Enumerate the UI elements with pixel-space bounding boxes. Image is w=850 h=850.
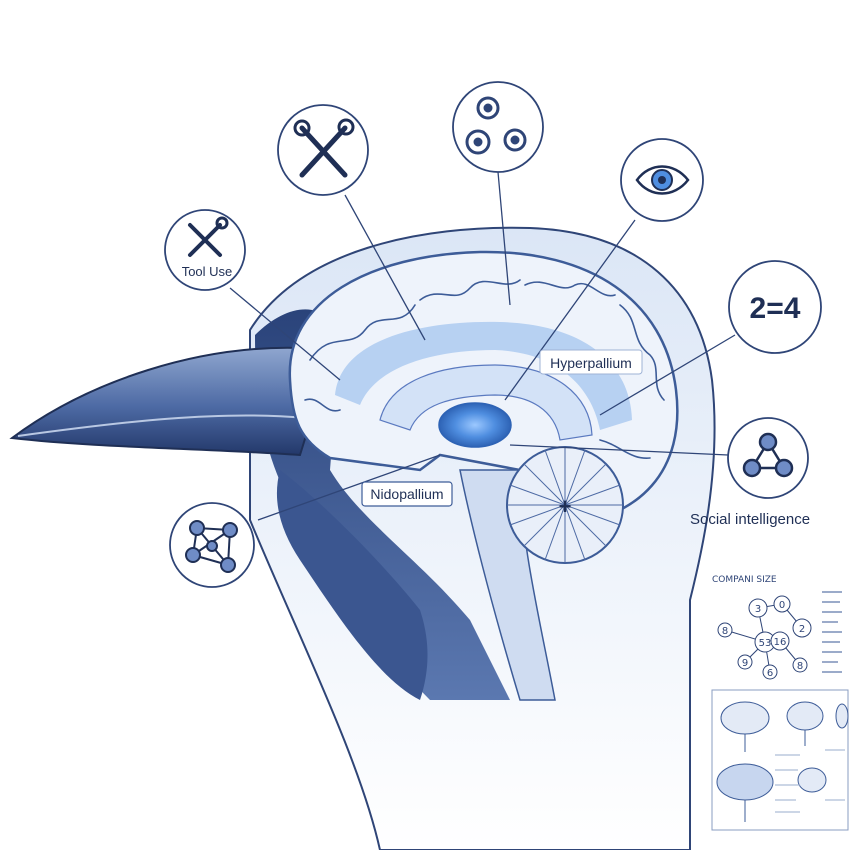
inset-node-number: 8: [797, 661, 803, 672]
vision-callout: [620, 138, 704, 222]
inner-arch: [379, 364, 593, 441]
math-callout: 2=4: [728, 260, 822, 354]
inset-node: [717, 622, 733, 638]
inset-node-number: 0: [779, 600, 785, 611]
cerebellum: +: [506, 446, 624, 564]
beak-line: [17, 414, 306, 437]
inset-legend: [822, 591, 842, 673]
network-icon: [742, 432, 794, 478]
inset-node: [748, 598, 768, 618]
equation-badge: 2=4: [750, 292, 801, 325]
nidopallium-label: Nidopallium: [370, 486, 443, 502]
inset-node: [762, 664, 778, 680]
gears-icon: [465, 96, 527, 155]
social-intelligence-label: Social intelligence: [690, 511, 810, 528]
tools-callout: [277, 104, 369, 196]
inset-node-number: 3: [755, 604, 761, 615]
thalamus-highlight: [438, 402, 512, 448]
cerebellum-mark: +: [559, 494, 572, 519]
brain: +: [288, 250, 679, 701]
tools-icon: [293, 118, 355, 178]
brain-thumbnail: [835, 703, 849, 729]
brain-thumbnails-panel: [711, 689, 849, 831]
brain-thumbnail: [786, 701, 824, 731]
hyperpallium-label: Hyperpallium: [550, 355, 632, 371]
network-callout: [727, 417, 809, 499]
inset-node-number: 9: [742, 658, 748, 669]
tool-use-label: Tool Use: [182, 264, 233, 279]
inset-node-number: 6: [767, 668, 773, 679]
throat-feathers: [276, 470, 428, 700]
brain-thumbnail: [716, 763, 774, 801]
inset-node: [737, 654, 753, 670]
molecule-callout: [169, 502, 255, 588]
brain-thumbnail: [720, 701, 770, 735]
inset-node: [770, 631, 790, 651]
molecule-network-icon: [185, 520, 238, 573]
inset-node-number: 2: [799, 624, 805, 635]
hyperpallium-band: [335, 321, 632, 430]
inset-node-number: 53: [759, 638, 772, 649]
leader-lines: [229, 171, 736, 521]
wrench-screwdriver-icon: [188, 216, 229, 257]
tool-use-callout: Tool Use: [164, 209, 246, 291]
nidopallium-tag: Nidopallium: [361, 481, 453, 507]
beak: [9, 346, 322, 457]
inset-node: [792, 618, 812, 638]
inset-node-number: 16: [774, 637, 787, 648]
cognition-callout: [452, 81, 544, 173]
brain-thumbnail: [797, 767, 827, 793]
eye-icon: [635, 165, 690, 195]
company-size-inset: COMPANI SIZE 3 0 2 8 53 16: [712, 575, 842, 680]
inset-title: COMPANI SIZE: [712, 575, 777, 585]
hyperpallium-tag: Hyperpallium: [539, 349, 643, 375]
inset-node-number: 8: [722, 626, 728, 637]
inset-node: [773, 595, 791, 613]
inset-node: [792, 657, 808, 673]
